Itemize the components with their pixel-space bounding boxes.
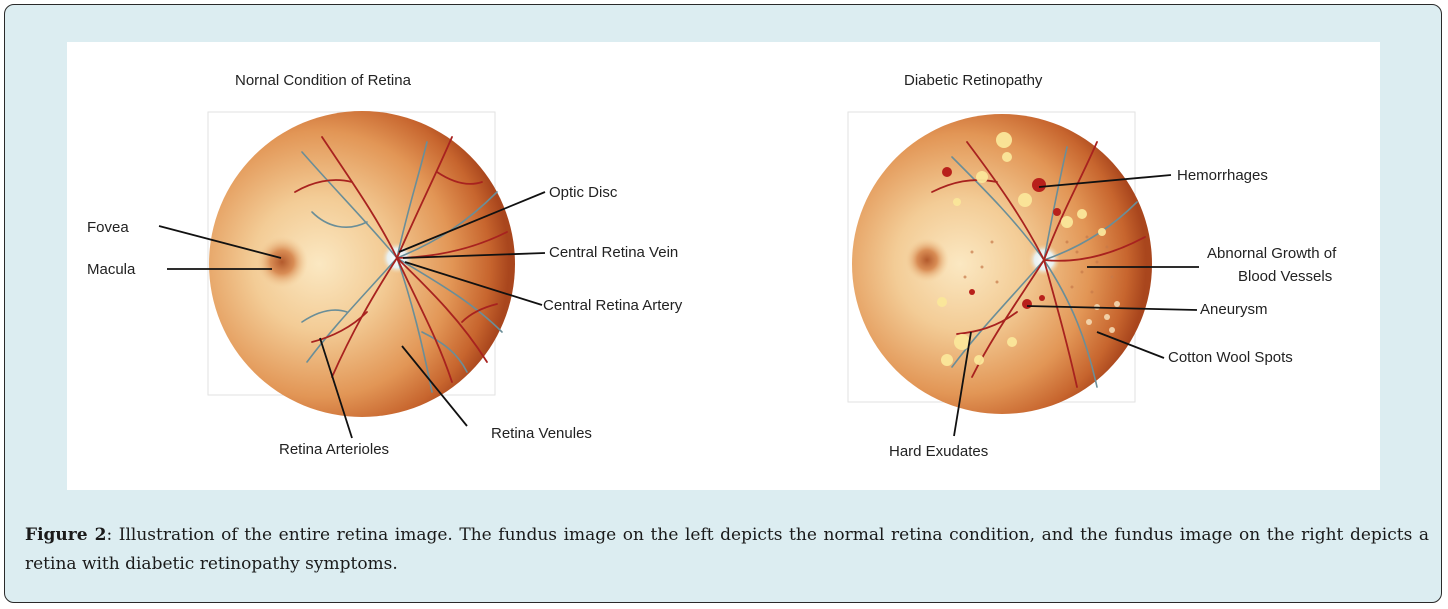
label-optic-disc: Optic Disc <box>549 184 618 201</box>
label-fovea: Fovea <box>87 219 129 236</box>
label-macula: Macula <box>87 261 136 278</box>
exudate-spot <box>996 132 1012 148</box>
label-central-retina-artery: Central Retina Artery <box>543 297 683 314</box>
fovea-spot-right <box>905 238 949 282</box>
label-aneurysm: Aneurysm <box>1200 301 1268 318</box>
label-hard-exudates: Hard Exudates <box>889 443 988 460</box>
label-retina-venules: Retina Venules <box>491 425 592 442</box>
label-hemorrhages: Hemorrhages <box>1177 167 1268 184</box>
label-abnormal-growth-2: Blood Vessels <box>1238 268 1332 285</box>
fovea-spot <box>256 236 308 288</box>
figure-frame: Nornal Condition of Retina Diabetic Reti… <box>4 4 1442 603</box>
caption-text: : Illustration of the entire retina imag… <box>25 525 1429 574</box>
right-title: Diabetic Retinopathy <box>904 72 1043 89</box>
figure-caption: Figure 2: Illustration of the entire ret… <box>25 521 1429 579</box>
hemorrhage-spot <box>1032 178 1046 192</box>
label-cotton-wool-spots: Cotton Wool Spots <box>1168 349 1293 366</box>
left-title: Nornal Condition of Retina <box>235 72 412 89</box>
label-central-retina-vein: Central Retina Vein <box>549 244 678 261</box>
label-retina-arterioles: Retina Arterioles <box>279 441 389 458</box>
retina-diagram: Nornal Condition of Retina Diabetic Reti… <box>67 42 1380 490</box>
figure-panel: Nornal Condition of Retina Diabetic Reti… <box>67 42 1380 490</box>
diabetic-retina <box>852 114 1152 414</box>
caption-label: Figure 2 <box>25 525 106 545</box>
normal-retina <box>209 111 515 417</box>
label-abnormal-growth-1: Abnornal Growth of <box>1207 245 1337 262</box>
